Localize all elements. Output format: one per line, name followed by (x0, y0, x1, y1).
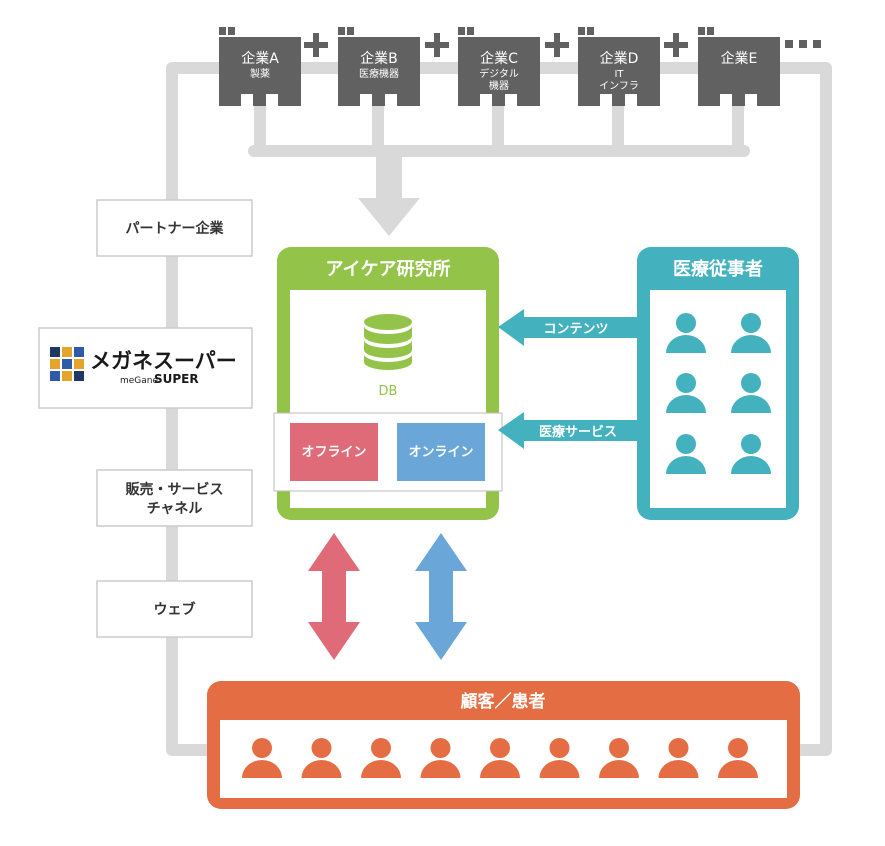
medical-staff-person-icon-5 (666, 434, 706, 474)
company-sector-4: IT (614, 69, 624, 80)
company-sector-line2-4: インフラ (599, 80, 639, 92)
logo-name-en-prefix: meGane (120, 376, 158, 386)
company-sector-line2-3: 機器 (489, 79, 509, 92)
web-label-box: ウェブ (96, 580, 253, 638)
online-double-arrow (415, 533, 467, 660)
service-arrow-label: 医療サービス (539, 424, 617, 440)
logo-name-jp: メガネスーパー (90, 349, 237, 373)
company-name-5: 企業E (721, 50, 758, 67)
service-arrow: 医療サービス (498, 412, 638, 449)
company-name-1: 企業A (241, 50, 279, 67)
company-name-4: 企業D (600, 50, 639, 67)
customer-person-icon-4 (420, 738, 461, 778)
lab-title: アイケア研究所 (325, 258, 450, 280)
company-sector-2: 医療機器 (359, 67, 399, 80)
plus-sign-4 (664, 33, 688, 57)
offline-double-arrow (308, 533, 360, 660)
customer-person-icon-6 (539, 738, 580, 778)
medical-staff-box: 医療従事者 (637, 247, 799, 520)
customer-person-icon-8 (658, 738, 699, 778)
logo-box: メガネスーパー meGane SUPER (38, 327, 253, 409)
building-icon-company-5: 企業E (698, 27, 780, 106)
customer-person-icon-5 (480, 738, 520, 778)
customer-person-icon-1 (242, 738, 282, 778)
customer-person-icon-7 (599, 738, 639, 778)
database-icon (364, 314, 412, 370)
plus-sign-3 (545, 33, 569, 57)
medical-staff-person-icon-3 (666, 373, 706, 413)
company-name-2: 企業B (360, 50, 398, 67)
web-label: ウェブ (154, 601, 196, 618)
customer-person-icon-3 (361, 738, 401, 778)
customers-box: 顧客／患者 (207, 681, 800, 809)
medical-staff-person-icon-6 (731, 434, 771, 474)
partner-label-box: パートナー企業 (96, 199, 253, 257)
online-box (397, 423, 485, 481)
logo-name-en-suffix: SUPER (154, 372, 199, 386)
company-connector-lines (248, 94, 750, 157)
content-arrow: コンテンツ (498, 309, 638, 346)
down-arrow (358, 151, 420, 236)
more-dots (785, 40, 821, 48)
plus-sign-2 (425, 33, 449, 57)
online-label: オンライン (408, 445, 473, 460)
medical-staff-person-icon-1 (666, 313, 706, 353)
customer-person-icon-9 (718, 738, 758, 778)
content-arrow-label: コンテンツ (543, 322, 608, 337)
medical-staff-title: 医療従事者 (673, 258, 763, 280)
plus-sign-1 (304, 33, 328, 57)
medical-staff-person-icon-4 (731, 373, 771, 413)
logo-mark-icon (50, 347, 84, 381)
customers-title: 顧客／患者 (461, 691, 546, 712)
offline-label: オフライン (301, 445, 366, 460)
channel-label-box: 販売・サービス チャネル (96, 469, 253, 527)
db-label: DB (379, 384, 398, 399)
channel-label-line2: チャネル (147, 501, 203, 517)
company-name-3: 企業C (480, 50, 518, 67)
company-sector-3: デジタル (479, 67, 519, 80)
offline-box (290, 423, 378, 481)
partner-label: パートナー企業 (126, 220, 225, 237)
medical-staff-person-icon-2 (731, 313, 771, 353)
customer-person-icon-2 (301, 738, 342, 778)
lab-box: アイケア研究所 DB オフライン オンライン (273, 247, 503, 520)
company-sector-1: 製薬 (250, 67, 270, 80)
channel-label-line1: 販売・サービス (126, 481, 224, 498)
